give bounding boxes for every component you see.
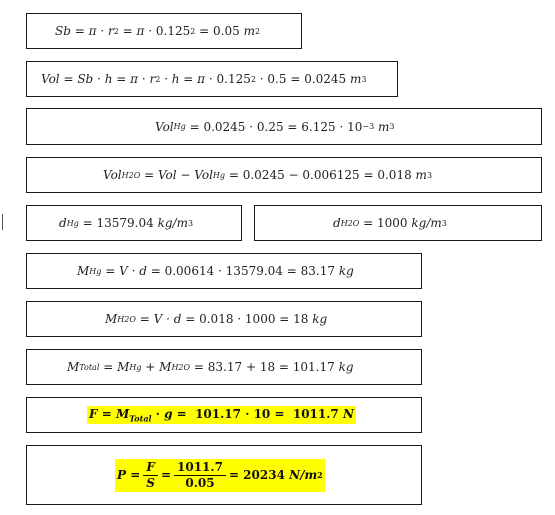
text-cursor (2, 214, 3, 230)
equation-force: F = MTotal · g = 101.17 · 10 = 1011.7 N (26, 397, 422, 433)
highlighted-result: F = MTotal · g = 101.17 · 10 = 1011.7 N (87, 405, 356, 425)
symbol: π (88, 24, 97, 38)
symbol: Sb (55, 24, 71, 38)
